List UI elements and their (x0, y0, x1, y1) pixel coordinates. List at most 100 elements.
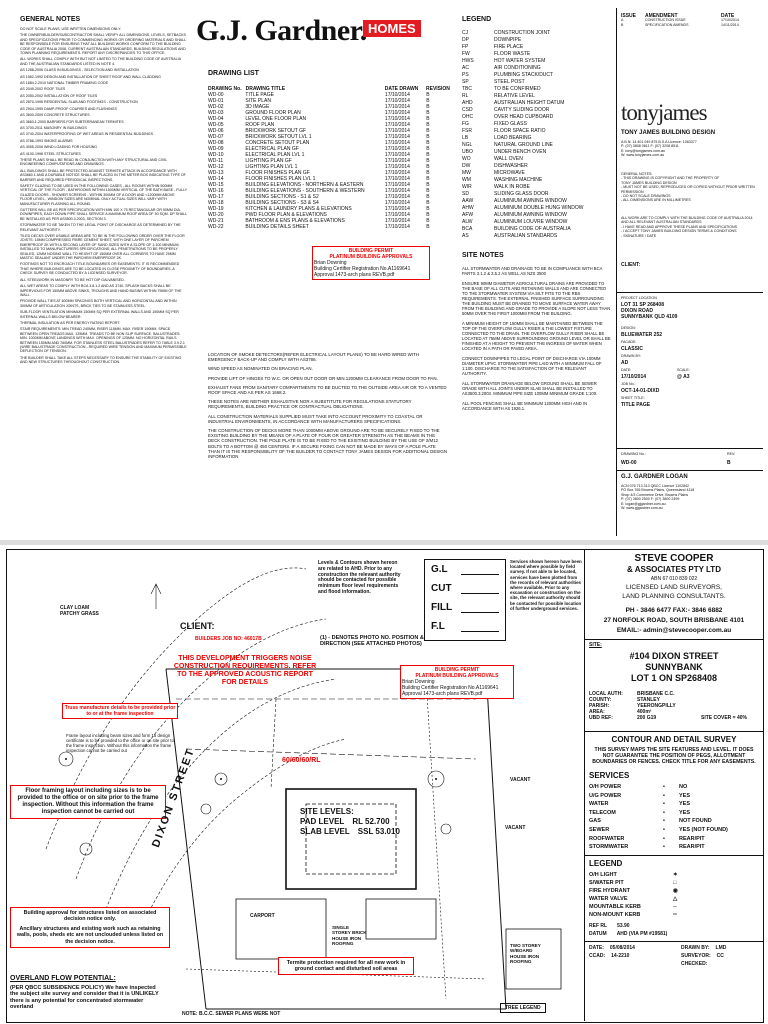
date-value: 17/10/2014 (621, 374, 647, 380)
legend-key: MW (462, 170, 471, 176)
survey-title-block: STEVE COOPER & ASSOCIATES PTY LTD ABN 67… (584, 549, 763, 1021)
divider (585, 855, 763, 856)
drawing-list-cell: WD-16 (208, 188, 224, 194)
site-info-label: PARISH: (589, 703, 610, 709)
legend-key: WIR (462, 184, 472, 190)
general-note: AS 3786-1993 SMOKE ALARMS (20, 138, 73, 143)
legend-value: STEEL POST (494, 79, 525, 85)
general-note: AS 3700-2011 MASONRY IN BUILDINGS (20, 125, 87, 130)
sc-sub: & ASSOCIATES PTY LTD (627, 565, 721, 574)
general-note: AS 2870-1996 RESIDENTIAL SLAB AND FOOTIN… (20, 100, 138, 105)
termite-note: Termite protection required for all new … (278, 957, 414, 976)
legend-value: FIXED GLASS (494, 121, 527, 127)
drawing-list-cell: ELECTRICAL PLAN GF (245, 146, 299, 152)
survey-date: DATE:05/08/2014 (589, 945, 635, 951)
legend-value: AUSTRALIAN STANDARDS (494, 233, 558, 239)
drawing-list-cell: B (426, 116, 430, 122)
datum-value: AHD (VIA PM #19581) (616, 931, 668, 937)
legend-value: ALUMINIUM AWNING WINDOW (494, 212, 567, 218)
drawing-list-cell: B (426, 224, 430, 230)
legend-symbol-icon: ✶ (673, 872, 678, 878)
site-note: ENSURE 90MM DIAMETER AGRICULTURAL DRAINS… (462, 281, 611, 316)
drawn-value: AD (621, 360, 629, 366)
sc-abn: ABN 67 010 839 022 (650, 576, 698, 582)
drawing-no-label: DRAWING No.: (621, 452, 646, 456)
drawing-list-cell: WD-18 (208, 200, 224, 206)
builders-job-no: BUILDERS JOB NO: 46017B (195, 636, 262, 642)
service-row: ROOFWATER•REAR/PIT (589, 835, 759, 844)
legend-value: PLUMBING STACK/DUCT (494, 72, 554, 78)
revision-value: B (727, 460, 731, 466)
drawing-list-cell: BRICKWORK SETOUT LVL 1 (245, 134, 312, 140)
drawing-list-cell: BUILDING DETAILS SHEET (245, 224, 309, 230)
service-value: YES (679, 809, 691, 816)
drawing-list-cell: WD-15 (208, 182, 224, 188)
issue-header: DATE (721, 13, 735, 19)
drawing-list-cell: WD-12 (208, 164, 224, 170)
gcf-label: FILL (431, 602, 453, 613)
legend-key: PS (462, 72, 469, 78)
site-info-value: BRISBANE C.C. (637, 691, 675, 697)
legend-value: DISHWASHER (494, 163, 528, 169)
drawing-list-cell: KITCHEN & LAUNDRY PLANS & ELEVATIONS (245, 206, 352, 212)
gcf-line (461, 574, 499, 575)
issue-cell: SPECIFICATION AMENDS (645, 22, 689, 27)
surveyor-label: SURVEYOR: (681, 953, 711, 959)
legend-key: UBO (462, 149, 473, 155)
drawing-list-cell: B (426, 182, 430, 188)
drawing-list-cell: B (426, 218, 430, 224)
drawing-list-cell: B (426, 152, 430, 158)
legend-key: AC (462, 65, 469, 71)
drawing-list-header: DATE DRAWN (384, 86, 419, 92)
stamp-line: BUILDING PERMIT (434, 667, 480, 673)
service-row: STORMWATER•REAR/PIT (589, 843, 759, 852)
legend-value: ALUMINIUM LOUVRE WINDOW (494, 219, 568, 225)
survey-legend-label: WATER VALVE (589, 896, 628, 902)
legend-value: WALK IN ROBE (494, 184, 530, 190)
tony-james-logo: tonyjames (621, 100, 708, 125)
approval-notice: Building approval for structures listed … (10, 907, 170, 949)
legend-value: FIRE PLACE (494, 44, 524, 50)
drawing-list-cell: WD-04 (208, 116, 224, 122)
divider (585, 731, 763, 732)
drawing-list-cell: B (426, 188, 430, 194)
drawn-label: DRAWN BY: (681, 945, 710, 951)
drawing-list-cell: BATHROOM & ENS PLANS & ELEVATIONS (245, 218, 345, 224)
general-note: FOOTINGS NOT TO ENCROACH TITLE BOUNDARIE… (20, 262, 180, 276)
site-note: ALL STORMWATER DRAINAGE BELOW GROUND SHA… (462, 381, 598, 396)
issue-cell: B (621, 22, 624, 27)
general-note: AS 2904-1995 DAMP-PROOF COURSES AND FLAS… (20, 106, 117, 111)
stamp-line: BUILDING PERMIT (348, 248, 394, 254)
page-separator (0, 540, 768, 545)
drawing-list-cell: PWD FLOOR PLAN & ELEVATIONS (245, 212, 327, 218)
drawing-list-cell: WD-19 (208, 206, 224, 212)
survey-legend-row: NON-MOUNT KERB═ (589, 911, 759, 919)
survey-legend-row: WATER VALVE△ (589, 895, 759, 903)
drawing-list-cell: B (426, 176, 430, 182)
drawing-list-cell: CONCRETE SETOUT PLAN (245, 140, 310, 146)
legend-key: CJ (462, 30, 469, 36)
site-info-row: COUNTY:STANLEY (589, 697, 759, 703)
survey-legend-row: MOUNTABLE KERB─ (589, 903, 759, 911)
service-name: STORMWATER (589, 844, 629, 851)
drawing-list-cell: 17/10/2014 (384, 122, 410, 128)
sheet-border (6, 549, 764, 1023)
service-row: SEWER•YES (NOT FOUND) (589, 826, 759, 835)
overland-note: (PER QBCC SUBSIDENCE POLICY) We have ins… (10, 985, 159, 1011)
general-note: AS 1684.2-2010 NATIONAL TIMBER FRAMING C… (20, 81, 109, 86)
service-marker-icon: • (663, 792, 665, 799)
legend-key: AS (462, 233, 469, 239)
